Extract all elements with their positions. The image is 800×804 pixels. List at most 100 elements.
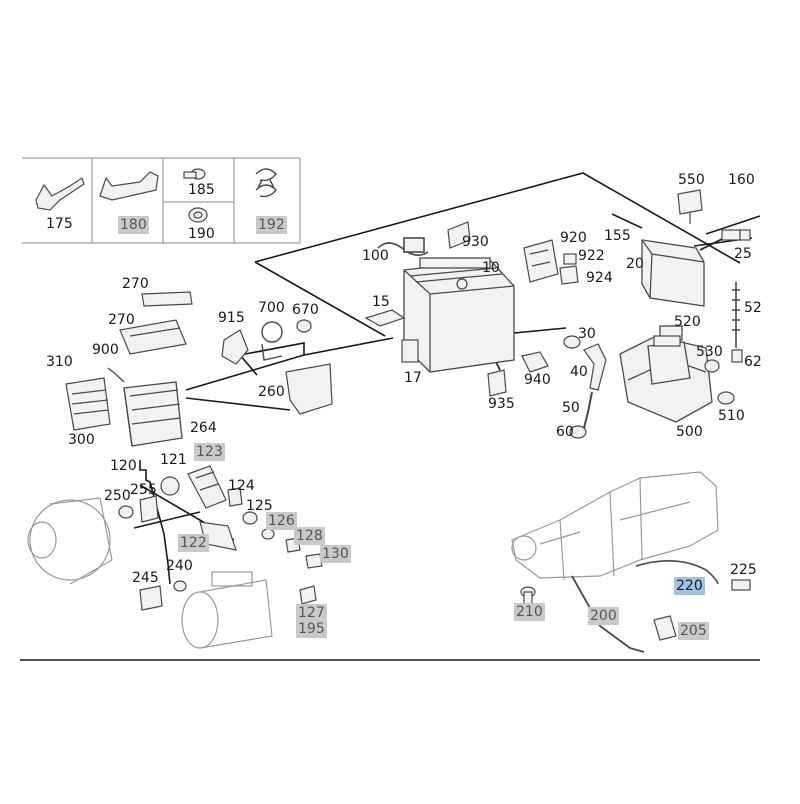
callout-20[interactable]: 20 [626, 256, 644, 272]
callout-270b[interactable]: 270 [108, 312, 135, 328]
callout-210[interactable]: 210 [514, 603, 545, 621]
bracket-180-drawing [99, 171, 159, 201]
callout-190[interactable]: 190 [188, 226, 215, 242]
strap-200-drawing [571, 575, 645, 653]
callout-15[interactable]: 15 [372, 294, 390, 310]
engine-transmission-drawing [511, 471, 719, 581]
callout-225[interactable]: 225 [730, 562, 757, 578]
cap-530-drawing [704, 359, 720, 373]
callout-310[interactable]: 310 [46, 354, 73, 370]
mat-15-drawing [364, 309, 406, 327]
clamp-940-drawing [521, 351, 549, 373]
cable-900-drawing [107, 367, 125, 383]
alternator-drawing [27, 497, 113, 585]
callout-205[interactable]: 205 [678, 622, 709, 640]
bolt-210-drawing [520, 586, 536, 605]
callout-915[interactable]: 915 [218, 310, 245, 326]
callout-220[interactable]: 220 [674, 577, 705, 595]
callout-40[interactable]: 40 [570, 364, 588, 380]
callout-192[interactable]: 192 [256, 216, 287, 234]
callout-300[interactable]: 300 [68, 432, 95, 448]
callout-510[interactable]: 510 [718, 408, 745, 424]
callout-700[interactable]: 700 [258, 300, 285, 316]
callout-126[interactable]: 126 [266, 512, 297, 530]
clip-126-drawing [261, 528, 275, 540]
callout-920[interactable]: 920 [560, 230, 587, 246]
callout-260[interactable]: 260 [258, 384, 285, 400]
cable-50-drawing [583, 391, 593, 429]
callout-124[interactable]: 124 [228, 478, 255, 494]
callout-520[interactable]: 520 [674, 314, 701, 330]
callout-200[interactable]: 200 [588, 607, 619, 625]
callout-240[interactable]: 240 [166, 558, 193, 574]
grommet-670-drawing [296, 319, 312, 333]
ring-700-drawing [261, 321, 283, 361]
nut-190-drawing [188, 207, 208, 223]
callout-264[interactable]: 264 [190, 420, 217, 436]
aux-battery-20-drawing [641, 239, 705, 307]
callout-924[interactable]: 924 [586, 270, 613, 286]
callout-155[interactable]: 155 [604, 228, 631, 244]
callout-60[interactable]: 60 [556, 424, 574, 440]
callout-930[interactable]: 930 [462, 234, 489, 250]
relay-924-drawing [559, 265, 579, 285]
callout-50[interactable]: 50 [562, 400, 580, 416]
cover-930-drawing [447, 221, 471, 249]
harness-100-drawing [377, 237, 429, 256]
relay-550-drawing [677, 189, 703, 224]
callout-128[interactable]: 128 [294, 527, 325, 545]
callout-935[interactable]: 935 [488, 396, 515, 412]
callout-160[interactable]: 160 [728, 172, 755, 188]
fusebox-300-drawing [65, 377, 111, 431]
bolt-62-drawing [731, 349, 743, 363]
callout-122[interactable]: 122 [178, 534, 209, 552]
callout-100[interactable]: 100 [362, 248, 389, 264]
callout-940[interactable]: 940 [524, 372, 551, 388]
relay-922-drawing [563, 253, 577, 265]
callout-62[interactable]: 62 [744, 354, 762, 370]
callout-120[interactable]: 120 [110, 458, 137, 474]
callout-52[interactable]: 52 [744, 300, 762, 316]
callout-500[interactable]: 500 [676, 424, 703, 440]
callout-17[interactable]: 17 [404, 370, 422, 386]
elbow-40-drawing [583, 343, 607, 391]
callout-10[interactable]: 10 [482, 260, 500, 276]
callout-25[interactable]: 25 [734, 246, 752, 262]
callout-900[interactable]: 900 [92, 342, 119, 358]
callout-175[interactable]: 175 [46, 216, 73, 232]
callout-245[interactable]: 245 [132, 570, 159, 586]
callout-123[interactable]: 123 [194, 443, 225, 461]
callout-127[interactable]: 127 [296, 604, 327, 622]
bracket-205-drawing [653, 615, 677, 641]
cap-245-drawing [139, 585, 163, 611]
callout-255[interactable]: 255 [130, 482, 157, 498]
callout-670[interactable]: 670 [292, 302, 319, 318]
cap-60-drawing [569, 425, 587, 439]
callout-185[interactable]: 185 [188, 182, 215, 198]
callout-30[interactable]: 30 [578, 326, 596, 342]
clip-130-drawing [305, 553, 323, 569]
rod-52-drawing [732, 282, 740, 348]
callout-130[interactable]: 130 [320, 545, 351, 563]
relay-920-drawing [523, 239, 559, 283]
callout-530[interactable]: 530 [696, 344, 723, 360]
grommet-30-drawing [563, 335, 581, 349]
callout-922[interactable]: 922 [578, 248, 605, 264]
clip-124-drawing [227, 487, 243, 507]
battery-10-drawing [403, 257, 515, 373]
ground-cable-220-drawing [635, 560, 719, 585]
clip-125-drawing [242, 511, 258, 525]
module-264-drawing [123, 381, 183, 447]
callout-121[interactable]: 121 [160, 452, 187, 468]
callout-250[interactable]: 250 [104, 488, 131, 504]
callout-125[interactable]: 125 [246, 498, 273, 514]
starter-drawing [181, 571, 273, 649]
nut-240-drawing [173, 580, 187, 592]
screw-185-drawing [183, 168, 206, 180]
callout-270a[interactable]: 270 [122, 276, 149, 292]
callout-180[interactable]: 180 [118, 216, 149, 234]
callout-195[interactable]: 195 [296, 620, 327, 638]
callout-550[interactable]: 550 [678, 172, 705, 188]
